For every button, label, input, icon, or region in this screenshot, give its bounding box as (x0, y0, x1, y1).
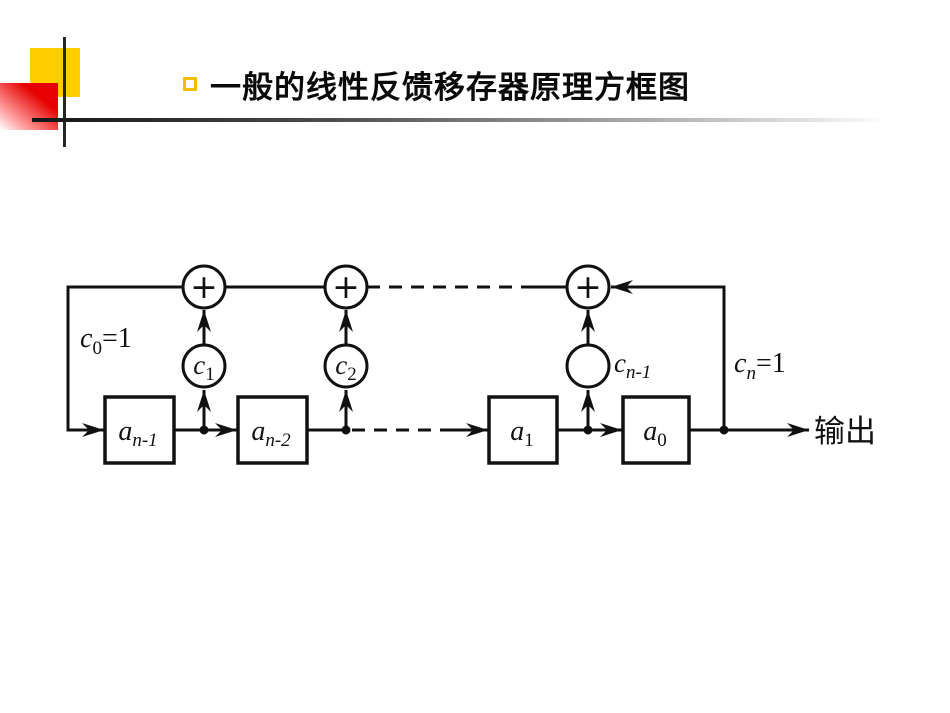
adder2-circle (323, 264, 369, 310)
adder1-plus-symbol: + (190, 267, 218, 306)
adder-nodes: + + + (181, 264, 611, 310)
register-box-an2 (236, 395, 309, 465)
adder2-plus-symbol: + (332, 267, 360, 306)
coefficient-labels: c0=1 cn=1 (80, 323, 786, 384)
cn-equals-1-label: cn=1 (734, 348, 786, 384)
register-label-a1: a1 (510, 416, 534, 451)
c0-equals-1-label: c0=1 (80, 323, 132, 359)
register-boxes: an-1 an-2 a1 a0 (103, 395, 691, 465)
tap-coefficient-nodes: c1 c2 cn-1 (181, 343, 651, 389)
decoration-vertical-line (63, 37, 66, 147)
tap3-label: cn-1 (614, 348, 651, 383)
decoration-red-gradient-square (0, 83, 58, 130)
slide-title: 一般的线性反馈移存器原理方框图 (210, 70, 690, 105)
adder3-plus-symbol: + (574, 267, 602, 306)
tap2-circle (323, 343, 369, 389)
junction-dot-3 (583, 425, 593, 435)
tap2-label: c2 (335, 350, 356, 385)
register-box-a1 (487, 395, 559, 465)
junction-dot-4 (719, 425, 729, 435)
feedback-and-signal-wires (66, 280, 809, 437)
register-label-a0: a0 (643, 416, 667, 451)
junction-dot-1 (199, 425, 209, 435)
left-feedback-wire (66, 285, 183, 437)
right-feedback-wire (611, 280, 726, 430)
tap1-circle (181, 343, 227, 389)
tap1-label: c1 (193, 350, 214, 385)
register-label-an1: an-1 (118, 416, 157, 451)
output-label: 输出 (814, 414, 876, 449)
junction-dot-2 (341, 425, 351, 435)
register-label-an2: an-2 (251, 416, 291, 451)
decoration-horizontal-divider (32, 118, 888, 122)
tap3-circle (565, 343, 611, 389)
adder3-circle (565, 264, 611, 310)
register-box-an1 (103, 395, 176, 465)
title-bullet-square-icon (183, 77, 197, 91)
junction-dots (199, 425, 729, 435)
register-box-a0 (621, 395, 691, 465)
adder1-circle (181, 264, 227, 310)
